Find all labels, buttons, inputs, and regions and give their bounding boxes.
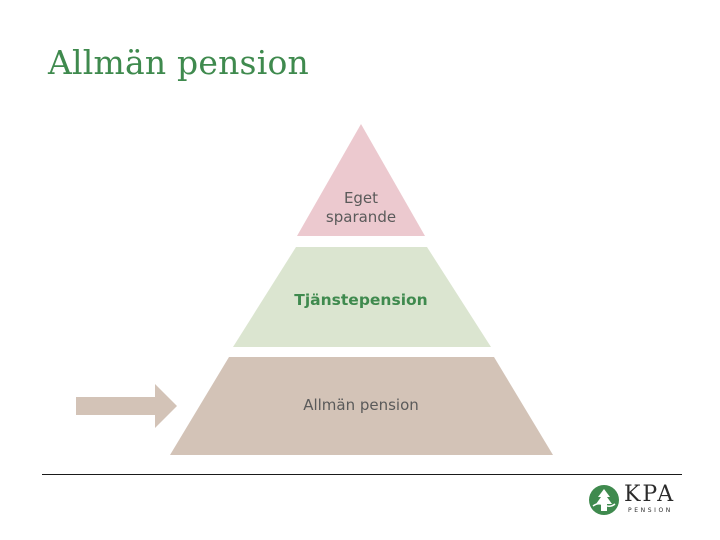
tier-label-eget-line2: sparande [326,208,396,226]
tier-label-allman-pension: Allmän pension [303,396,419,414]
pyramid-tier-allman-pension [170,357,553,455]
logo-subtitle: PENSION [628,507,673,514]
right-arrow-icon [76,384,177,428]
kpa-pension-logo: KPA PENSION [588,484,684,518]
pyramid-tier-tjanstepension [233,247,491,347]
logo-wordmark: KPA [624,482,676,507]
tier-label-tjanstepension: Tjänstepension [294,291,427,309]
tree-emblem-icon [589,485,619,515]
slide-title: Allmän pension [48,43,309,82]
pension-pyramid: Eget sparande Tjänstepension Allmän pens… [170,124,553,455]
pyramid-tier-eget-sparande [297,124,425,236]
footer-divider [42,474,682,475]
tier-label-eget-line1: Eget [344,189,378,207]
